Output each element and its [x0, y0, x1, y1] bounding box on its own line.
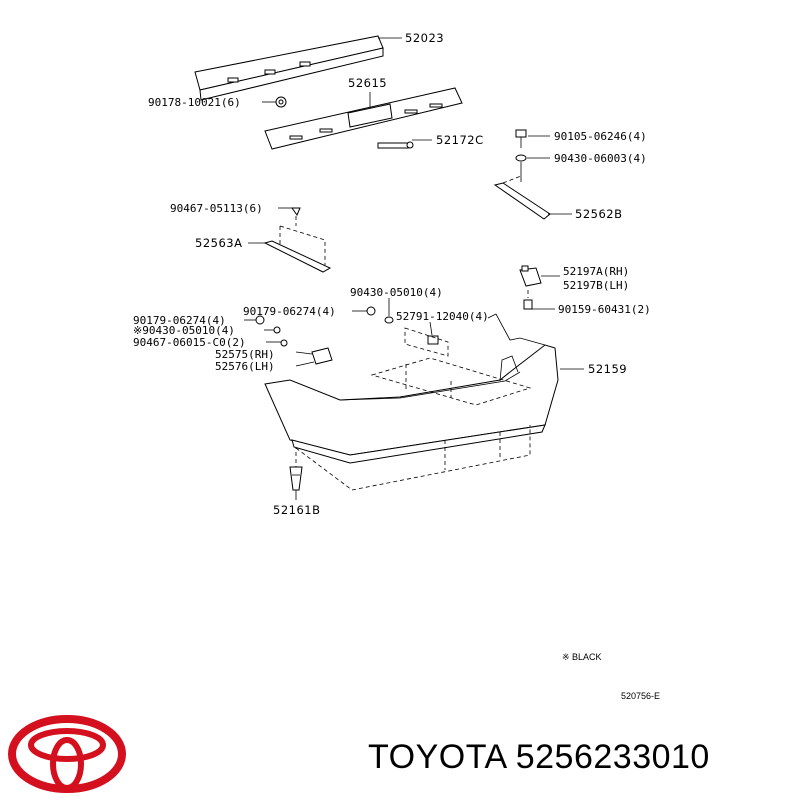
callout-90178-10021: 90178-10021(6)	[148, 96, 241, 109]
callout-90179-06274-b: 90179-06274(4)	[133, 314, 226, 327]
callout-52791-12040: 52791-12040(4)	[396, 310, 489, 323]
retainer-part	[519, 265, 542, 287]
callout-90179-06274-a: 90179-06274(4)	[243, 305, 336, 318]
callout-90430-05010: 90430-05010(4)	[350, 286, 443, 299]
rear-bumper-cover-part	[264, 313, 559, 464]
callout-52023: 52023	[405, 31, 444, 45]
callout-52159: 52159	[588, 362, 627, 376]
callout-52615: 52615	[348, 76, 387, 90]
callout-52197b: 52197B(LH)	[563, 279, 629, 292]
bumper-clip-part	[427, 335, 439, 345]
callout-90159-60431: 90159-60431(2)	[558, 303, 651, 316]
callout-90430-06003: 90430-06003(4)	[554, 152, 647, 165]
callout-90105-06246: 90105-06246(4)	[554, 130, 647, 143]
bumper-mounting-bracket-part	[311, 347, 333, 365]
clip-icon	[289, 466, 303, 491]
bumper-reinforcement-part	[194, 35, 384, 101]
callout-52197a: 52197A(RH)	[563, 265, 629, 278]
diagram-code: 520756-E	[621, 691, 660, 701]
clip-icon	[291, 207, 301, 217]
washer-icon	[384, 316, 394, 324]
washer-icon	[273, 326, 281, 334]
callout-52576: 52576(LH)	[215, 360, 275, 373]
brand-name: TOYOTA	[368, 738, 506, 776]
callout-52575: 52575(RH)	[215, 348, 275, 361]
side-bracket-part	[493, 182, 551, 220]
nut-icon	[366, 306, 376, 316]
part-number: 5256233010	[515, 738, 710, 776]
product-title: TOYOTA 5256233010	[368, 738, 710, 777]
screw-icon	[523, 299, 533, 310]
retainer-rod-part	[377, 141, 414, 149]
clip-icon	[280, 339, 288, 347]
callout-90467-06015-c0: 90467-06015-C0(2)	[133, 336, 246, 349]
bolt-icon	[515, 129, 527, 148]
callout-52562b: 52562B	[575, 207, 622, 221]
nut-icon	[275, 96, 287, 108]
callout-52161b: 52161B	[273, 503, 320, 517]
toyota-logo-icon	[8, 715, 126, 793]
washer-icon	[515, 154, 527, 162]
callout-90430-05010-black: ※90430-05010(4)	[133, 324, 235, 337]
callout-52563a: 52563A	[195, 236, 242, 250]
callout-90467-05113: 90467-05113(6)	[170, 202, 263, 215]
energy-absorber-part	[264, 87, 463, 150]
legend-note: ※ BLACK	[562, 652, 602, 662]
side-bracket-part	[263, 240, 332, 273]
callout-52172c: 52172C	[436, 133, 484, 147]
